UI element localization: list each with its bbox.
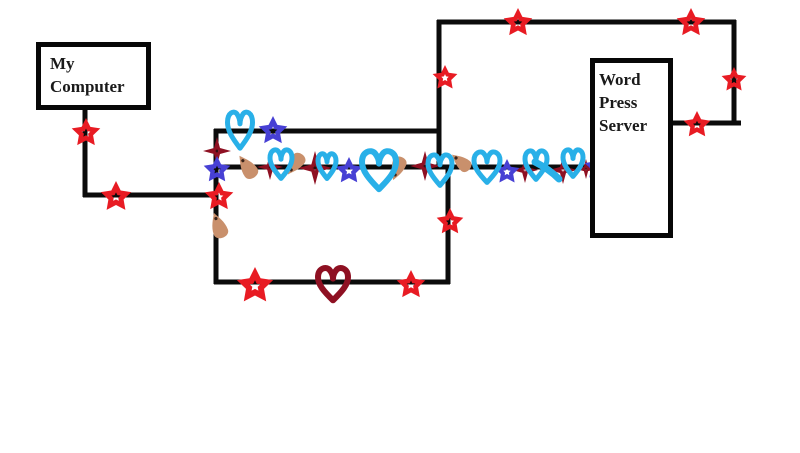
- darkred-sparkle-icon: [298, 151, 332, 185]
- arrow-dot: [241, 159, 245, 163]
- red-star-icon: [396, 270, 426, 298]
- blue-star-icon: [335, 157, 363, 183]
- cyan-heart-icon: [560, 147, 586, 179]
- arrow-dot: [454, 156, 458, 160]
- node-wordpress-label-line1: Word: [599, 70, 641, 89]
- cyan-heart-icon: [267, 147, 295, 181]
- red-star-icon: [204, 182, 234, 210]
- node-wordpress-server: Word Press Server: [590, 58, 673, 238]
- red-star-icon: [683, 111, 711, 137]
- blue-star-icon: [494, 159, 520, 183]
- cyan-swoosh-icon: [531, 158, 563, 183]
- red-star-icon: [71, 118, 101, 146]
- red-star-icon: [100, 181, 132, 210]
- arrow-dot: [214, 216, 218, 221]
- blue-star-icon: [258, 116, 288, 144]
- node-my-computer-label-line2: Computer: [50, 77, 125, 96]
- tan-arrow-icon: [212, 212, 229, 239]
- cyan-heart-icon: [359, 148, 399, 193]
- node-my-computer-label-line1: My: [50, 54, 75, 73]
- cyan-heart-icon: [471, 149, 503, 185]
- darkred-sparkle-icon: [410, 151, 440, 181]
- red-star-icon: [676, 8, 706, 36]
- darkred-heart-icon: [315, 265, 351, 304]
- red-star-icon: [436, 208, 464, 234]
- cyan-heart-icon: [315, 151, 339, 181]
- red-star-icon: [236, 267, 274, 302]
- node-wordpress-label-line2: Press: [599, 93, 638, 112]
- tan-arrow-icon: [452, 154, 472, 173]
- blue-star-icon: [203, 156, 231, 182]
- red-star-icon: [432, 65, 458, 89]
- red-star-icon: [721, 67, 747, 91]
- tan-arrow-icon: [239, 155, 259, 180]
- cyan-heart-icon: [225, 109, 255, 151]
- node-my-computer: My Computer: [36, 42, 151, 110]
- red-star-icon: [503, 8, 533, 36]
- node-wordpress-label-line3: Server: [599, 116, 648, 135]
- cyan-heart-icon: [425, 152, 455, 188]
